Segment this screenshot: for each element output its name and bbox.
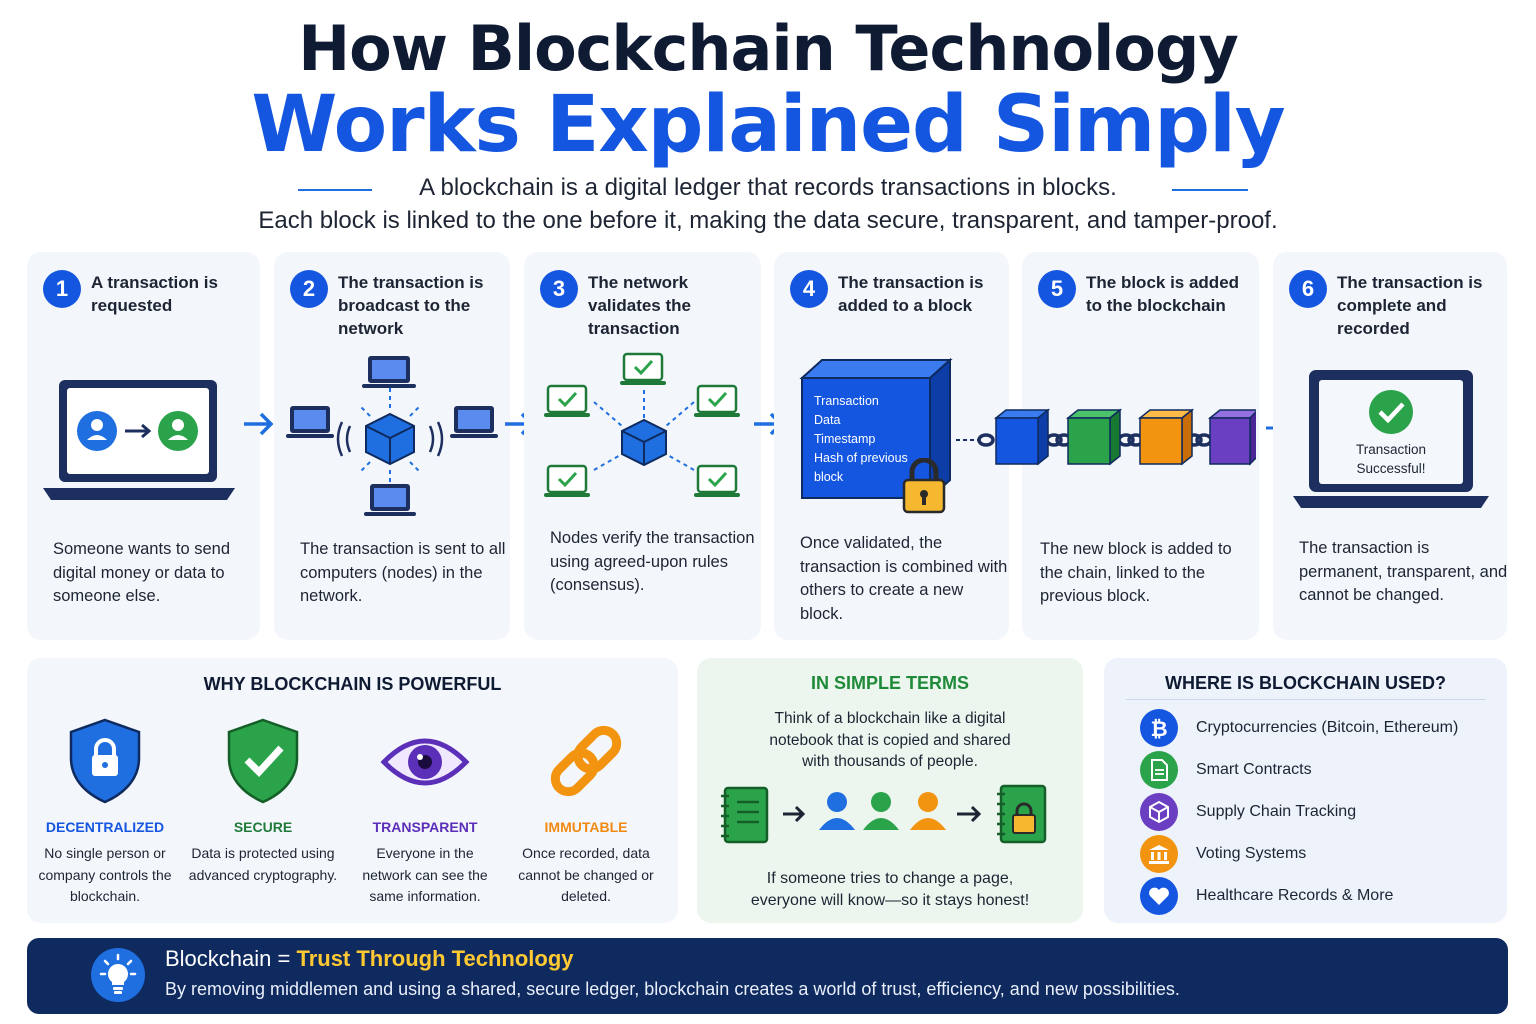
step-title: The network validates the transaction	[588, 273, 691, 338]
node-validation-icon	[544, 352, 740, 497]
check-shield-icon	[227, 718, 299, 804]
network-broadcast-icon	[286, 356, 498, 516]
step-title: The transaction is added to a block	[838, 273, 984, 315]
step-number-badge: 4	[790, 270, 828, 308]
chain-link-icon	[550, 725, 622, 797]
step-title: The transaction is complete and recorded	[1337, 273, 1483, 338]
feature-text: Data is protected using advanced cryptog…	[188, 845, 338, 883]
banner-text: By removing middlemen and using a shared…	[165, 979, 1180, 999]
blockchain-chain-icon	[956, 408, 1256, 466]
step-card-6: 6 The transaction is complete and record…	[1273, 252, 1507, 640]
simple-explanation: Think of a blockchain like a digital not…	[769, 710, 1011, 770]
feature-secure: SECURE Data is protected using advanced …	[188, 718, 338, 886]
feature-label: IMMUTABLE	[544, 819, 628, 835]
document-icon	[1140, 751, 1178, 789]
simple-terms-card: IN SIMPLE TERMS Think of a blockchain li…	[697, 658, 1083, 923]
block-field: block	[814, 470, 844, 484]
use-item-healthcare: Healthcare Records & More	[1140, 876, 1393, 916]
block-field: Data	[814, 413, 841, 427]
page-subtitle-highlight: Works Explained Simply	[251, 80, 1285, 170]
use-item-label: Cryptocurrencies (Bitcoin, Ethereum)	[1196, 719, 1459, 736]
step-card-4: 4 The transaction is added to a block Tr…	[774, 252, 1009, 640]
feature-label: DECENTRALIZED	[45, 819, 165, 835]
shared-notebook-illustration	[721, 784, 1047, 844]
use-item-label: Healthcare Records & More	[1196, 887, 1394, 904]
feature-label: SECURE	[233, 819, 293, 835]
bitcoin-icon: ₿	[1140, 709, 1178, 747]
step-description: The transaction is sent to all computers…	[300, 540, 506, 605]
heart-icon	[1140, 877, 1178, 915]
feature-text: Everyone in the network can see the same…	[362, 845, 488, 904]
uses-card: WHERE IS BLOCKCHAIN USED? ₿ Cryptocurren…	[1104, 658, 1507, 923]
use-item-voting: Voting Systems	[1140, 834, 1306, 874]
laptop-transfer-icon	[43, 380, 235, 500]
step-description: The new block is added to the chain, lin…	[1040, 540, 1232, 605]
block-field: Transaction	[814, 394, 879, 408]
svg-text:₿: ₿	[1150, 717, 1167, 741]
intro-line-2: Each block is linked to the one before i…	[258, 207, 1278, 234]
step-title: The block is added to the blockchain	[1086, 273, 1240, 315]
banner-heading: Blockchain = Trust Through Technology	[165, 946, 574, 972]
footer-banner: Blockchain = Trust Through Technology By…	[27, 938, 1508, 1014]
card-heading: IN SIMPLE TERMS	[810, 673, 969, 693]
step-number-badge: 6	[1289, 270, 1327, 308]
step-card-3: 3 The network validates the transaction …	[524, 252, 761, 640]
padlock-icon	[902, 458, 946, 514]
block-field: Hash of previous	[814, 451, 908, 465]
success-message: Transaction Successful!	[1355, 442, 1427, 476]
use-item-supply-chain: Supply Chain Tracking	[1140, 792, 1356, 832]
block-fields: Transaction Data Timestamp Hash of previ…	[814, 392, 926, 487]
box-icon	[1140, 793, 1178, 831]
notebook-icon	[721, 786, 769, 844]
feature-label: TRANSPARENT	[372, 819, 478, 835]
use-item-cryptocurrencies: ₿ Cryptocurrencies (Bitcoin, Ethereum)	[1140, 708, 1458, 748]
step-card-2: 2 The transaction is broadcast to the ne…	[274, 252, 510, 640]
use-item-label: Supply Chain Tracking	[1196, 803, 1357, 820]
block-icon	[799, 357, 953, 501]
step-card-1: 1 A transaction is requested Someone wan…	[27, 252, 260, 640]
laptop-success-icon	[1293, 370, 1489, 508]
decorative-line-left	[298, 189, 372, 191]
step-number-badge: 3	[540, 270, 578, 308]
step-title: The transaction is broadcast to the netw…	[338, 273, 484, 338]
step-number-badge: 5	[1038, 270, 1076, 308]
page-title: How Blockchain Technology	[298, 12, 1239, 85]
bank-icon	[1140, 835, 1178, 873]
card-heading: WHERE IS BLOCKCHAIN USED?	[1164, 673, 1446, 693]
divider	[1126, 699, 1485, 700]
card-heading: WHY BLOCKCHAIN IS POWERFUL	[203, 674, 502, 694]
use-item-smart-contracts: Smart Contracts	[1140, 750, 1312, 790]
feature-transparent: TRANSPARENT Everyone in the network can …	[350, 718, 500, 908]
intro-line-1: A blockchain is a digital ledger that re…	[419, 174, 1117, 201]
arrow-right-icon	[244, 412, 274, 436]
banner-lead: Blockchain =	[165, 946, 297, 971]
use-item-label: Voting Systems	[1196, 845, 1307, 862]
eye-icon	[380, 738, 470, 786]
step-number-badge: 1	[43, 270, 81, 308]
step-description: Once validated, the transaction is combi…	[800, 534, 1008, 623]
step-title: A transaction is requested	[91, 273, 218, 315]
step-description: Nodes verify the transaction using agree…	[550, 529, 755, 594]
feature-text: No single person or company controls the…	[38, 845, 172, 904]
step-description: Someone wants to send digital money or d…	[53, 540, 231, 605]
feature-text: Once recorded, data cannot be changed or…	[518, 845, 654, 904]
banner-accent: Trust Through Technology	[296, 946, 574, 971]
simple-footer: If someone tries to change a page, every…	[750, 870, 1030, 909]
decorative-line-right	[1172, 189, 1248, 191]
step-description: The transaction is permanent, transparen…	[1299, 539, 1508, 604]
lightbulb-icon	[91, 948, 145, 1002]
feature-decentralized: DECENTRALIZED No single person or compan…	[30, 718, 180, 908]
step-number-badge: 2	[290, 270, 328, 308]
feature-immutable: IMMUTABLE Once recorded, data cannot be …	[511, 718, 661, 908]
block-field: Timestamp	[814, 432, 876, 446]
lock-shield-icon	[69, 718, 141, 804]
use-item-label: Smart Contracts	[1196, 761, 1312, 778]
powerful-card: WHY BLOCKCHAIN IS POWERFUL DECENTRALIZED…	[27, 658, 678, 923]
